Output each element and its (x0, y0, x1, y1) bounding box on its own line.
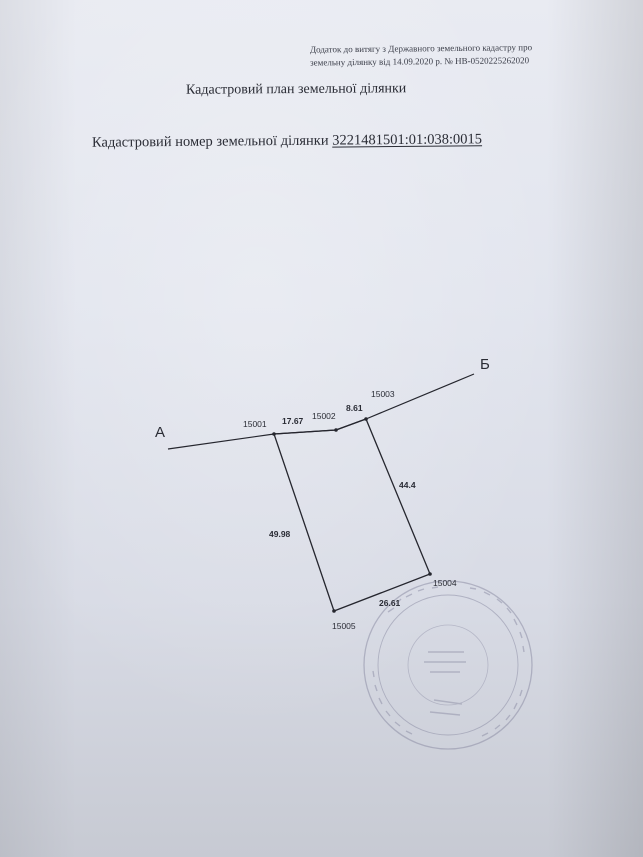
stamp-ring-lettering (372, 586, 525, 737)
stamp-center-lettering (424, 651, 466, 716)
stamp-inner-ring (377, 594, 519, 736)
distance-label-15005-15001: 49.98 (269, 529, 291, 539)
parcel-boundary (273, 418, 431, 612)
vertex-marker (272, 432, 276, 436)
vertex-marker (332, 609, 336, 613)
distance-label-15003-15004: 44.4 (399, 480, 416, 490)
point-label-15002: 15002 (312, 411, 336, 421)
point-label-15003: 15003 (371, 389, 395, 399)
line-end-label-b: Б (480, 356, 490, 373)
vertex-marker (334, 428, 338, 432)
official-stamp (363, 580, 533, 750)
distance-label-15002-15003: 8.61 (346, 403, 363, 413)
vertex-marker (364, 417, 368, 421)
point-label-15004: 15004 (433, 578, 457, 588)
distance-label-15004-15005: 26.61 (379, 598, 401, 608)
line-end-label-a: А (155, 424, 165, 441)
stamp-core-ring (407, 624, 489, 706)
stamp-outer-ring (363, 580, 533, 750)
distance-label-15001-15002: 17.67 (282, 416, 304, 426)
point-label-15001: 15001 (243, 419, 267, 429)
point-label-15005: 15005 (332, 621, 356, 631)
vertex-marker (428, 572, 432, 576)
